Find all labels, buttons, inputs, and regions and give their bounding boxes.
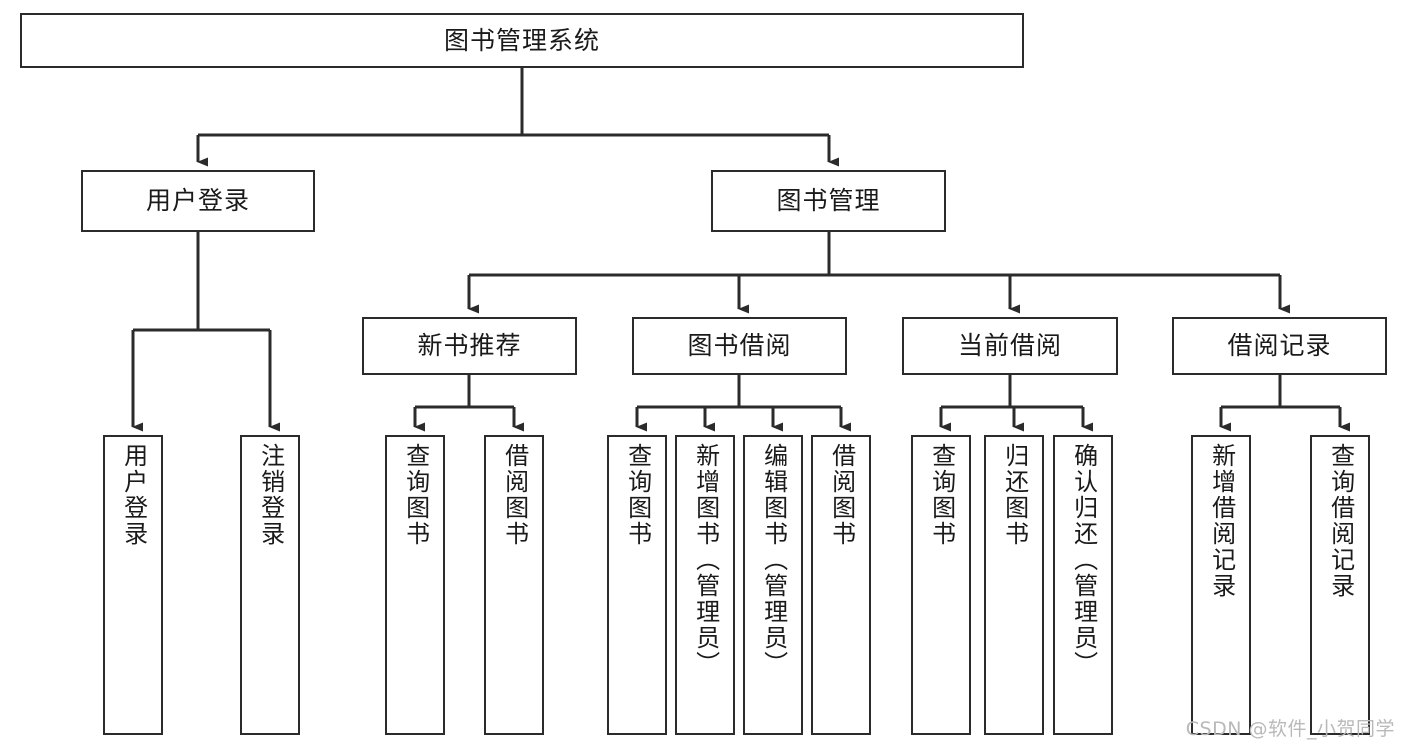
leaf-records-query-record[interactable]: 查询借阅记录 — [1310, 435, 1370, 735]
leaf-label: 归还图书 — [1000, 443, 1029, 547]
leaf-label: 借阅图书 — [500, 443, 529, 547]
leaf-label: 查询图书 — [927, 443, 956, 547]
leaf-label: 新增借阅记录 — [1207, 443, 1236, 599]
node-borrow-records[interactable]: 借阅记录 — [1172, 317, 1387, 375]
leaf-borrow-edit-book-admin[interactable]: 编辑图书（管理员） — [743, 435, 803, 735]
leaf-label: 查询借阅记录 — [1326, 443, 1355, 599]
leaf-label: 查询图书 — [623, 443, 652, 547]
leaf-user-login[interactable]: 用户登录 — [103, 435, 163, 735]
node-user-login-module[interactable]: 用户登录 — [81, 170, 315, 232]
leaf-current-confirm-return-admin[interactable]: 确认归还（管理员） — [1053, 435, 1113, 735]
leaf-newbook-query-book[interactable]: 查询图书 — [385, 435, 445, 735]
leaf-borrow-lend-book[interactable]: 借阅图书 — [811, 435, 871, 735]
leaf-borrow-add-book-admin[interactable]: 新增图书（管理员） — [675, 435, 735, 735]
leaf-newbook-borrow-book[interactable]: 借阅图书 — [484, 435, 544, 735]
leaf-label: 新增图书（管理员） — [691, 443, 720, 677]
leaf-records-add-record[interactable]: 新增借阅记录 — [1191, 435, 1251, 735]
leaf-label: 注销登录 — [256, 443, 285, 547]
node-current-borrow[interactable]: 当前借阅 — [902, 317, 1118, 375]
node-new-book-recommend[interactable]: 新书推荐 — [362, 317, 577, 375]
leaf-label: 查询图书 — [401, 443, 430, 547]
leaf-current-return-book[interactable]: 归还图书 — [984, 435, 1044, 735]
leaf-label: 用户登录 — [119, 443, 148, 547]
leaf-current-query-book[interactable]: 查询图书 — [911, 435, 971, 735]
leaf-label: 借阅图书 — [827, 443, 856, 547]
leaf-user-logout[interactable]: 注销登录 — [240, 435, 300, 735]
leaf-borrow-query-book[interactable]: 查询图书 — [607, 435, 667, 735]
node-book-borrow[interactable]: 图书借阅 — [632, 317, 847, 375]
leaf-label: 确认归还（管理员） — [1069, 443, 1098, 677]
leaf-label: 编辑图书（管理员） — [759, 443, 788, 677]
node-book-management-module[interactable]: 图书管理 — [711, 170, 946, 232]
node-root-system[interactable]: 图书管理系统 — [20, 13, 1024, 68]
csdn-watermark: CSDN @软件_小贺同学 — [1185, 718, 1395, 740]
